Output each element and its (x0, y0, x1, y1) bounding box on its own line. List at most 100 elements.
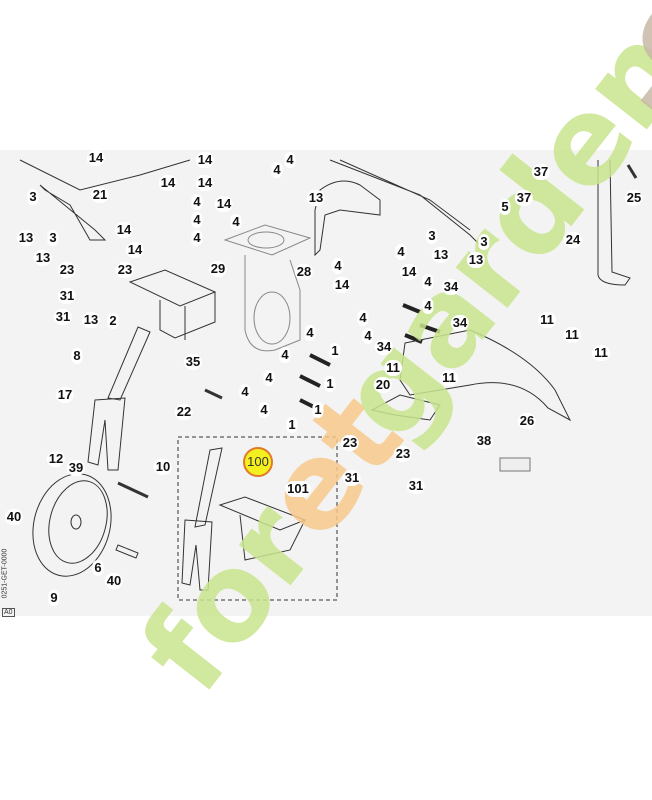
part-callout-31[interactable]: 31 (406, 478, 426, 494)
part-callout-23[interactable]: 23 (393, 446, 413, 462)
part-callout-24[interactable]: 24 (563, 232, 583, 248)
part-callout-17[interactable]: 17 (55, 387, 75, 403)
part-callout-31[interactable]: 31 (342, 470, 362, 486)
part-callout-34[interactable]: 34 (441, 279, 461, 295)
part-callout-101[interactable]: 101 (285, 481, 311, 497)
part-callout-21[interactable]: 21 (90, 187, 110, 203)
part-callout-23[interactable]: 23 (115, 262, 135, 278)
part-callout-40[interactable]: 40 (104, 573, 124, 589)
part-callout-14[interactable]: 14 (125, 242, 145, 258)
part-callout-4[interactable]: 4 (230, 214, 242, 230)
part-callout-31[interactable]: 31 (57, 288, 77, 304)
kit-box-dashed (177, 436, 338, 601)
part-callout-4[interactable]: 4 (258, 402, 270, 418)
part-callout-31[interactable]: 31 (53, 309, 73, 325)
part-callout-4[interactable]: 4 (284, 152, 296, 168)
part-callout-4[interactable]: 4 (191, 212, 203, 228)
part-callout-37[interactable]: 37 (514, 190, 534, 206)
part-callout-12[interactable]: 12 (46, 451, 66, 467)
part-callout-13[interactable]: 13 (306, 190, 326, 206)
part-callout-100[interactable]: 100 (243, 447, 273, 477)
part-callout-14[interactable]: 14 (214, 196, 234, 212)
upper-frame (19, 159, 191, 241)
part-callout-4[interactable]: 4 (304, 325, 316, 341)
part-callout-14[interactable]: 14 (158, 175, 178, 191)
part-callout-14[interactable]: 14 (399, 264, 419, 280)
part-callout-38[interactable]: 38 (474, 433, 494, 449)
part-callout-6[interactable]: 6 (92, 560, 104, 576)
axle-pin-6 (115, 544, 139, 559)
part-callout-13[interactable]: 13 (81, 312, 101, 328)
part-callout-13[interactable]: 13 (33, 250, 53, 266)
part-callout-23[interactable]: 23 (340, 435, 360, 451)
stand-24 (597, 159, 631, 286)
mudguard-26 (399, 329, 572, 422)
part-callout-14[interactable]: 14 (195, 152, 215, 168)
bracket-29 (128, 269, 217, 340)
part-callout-13[interactable]: 13 (466, 252, 486, 268)
part-callout-4[interactable]: 4 (271, 162, 283, 178)
part-callout-14[interactable]: 14 (332, 277, 352, 293)
part-callout-4[interactable]: 4 (357, 310, 369, 326)
bolt-10 (117, 481, 149, 499)
part-callout-39[interactable]: 39 (66, 460, 86, 476)
part-callout-25[interactable]: 25 (624, 190, 644, 206)
part-callout-14[interactable]: 14 (195, 175, 215, 191)
part-callout-11[interactable]: 11 (538, 312, 556, 328)
part-callout-23[interactable]: 23 (57, 262, 77, 278)
part-callout-8[interactable]: 8 (71, 348, 83, 364)
part-callout-1[interactable]: 1 (312, 402, 324, 418)
bolts-1 (299, 303, 441, 412)
part-callout-10[interactable]: 10 (153, 459, 173, 475)
part-callout-3[interactable]: 3 (47, 230, 59, 246)
part-callout-35[interactable]: 35 (183, 354, 203, 370)
pin-22 (204, 388, 223, 400)
part-callout-34[interactable]: 34 (450, 315, 470, 331)
part-callout-1[interactable]: 1 (324, 376, 336, 392)
part-callout-28[interactable]: 28 (294, 264, 314, 280)
part-callout-3[interactable]: 3 (478, 234, 490, 250)
part-callout-29[interactable]: 29 (208, 261, 228, 277)
bracket-20 (370, 394, 441, 421)
kit-fork-100 (181, 447, 223, 591)
revision-tag: A0 (2, 608, 15, 617)
part-callout-11[interactable]: 11 (563, 327, 581, 343)
part-callout-4[interactable]: 4 (362, 328, 374, 344)
part-callout-14[interactable]: 14 (86, 150, 106, 166)
part-callout-5[interactable]: 5 (499, 199, 511, 215)
part-callout-4[interactable]: 4 (239, 384, 251, 400)
wheel-9 (32, 473, 112, 577)
part-callout-13[interactable]: 13 (16, 230, 36, 246)
handle-bar (329, 159, 481, 246)
part-callout-40[interactable]: 40 (4, 509, 24, 525)
part-callout-4[interactable]: 4 (422, 298, 434, 314)
part-callout-11[interactable]: 11 (592, 345, 610, 361)
part-callout-4[interactable]: 4 (191, 230, 203, 246)
part-callout-3[interactable]: 3 (426, 228, 438, 244)
part-callout-11[interactable]: 11 (384, 360, 402, 376)
part-callout-26[interactable]: 26 (517, 413, 537, 429)
part-callout-4[interactable]: 4 (279, 347, 291, 363)
part-callout-1[interactable]: 1 (329, 343, 341, 359)
part-callout-13[interactable]: 13 (431, 247, 451, 263)
part-callout-37[interactable]: 37 (531, 164, 551, 180)
drawing-code: 0251-GET-0000 (1, 548, 9, 599)
decal-38 (499, 457, 531, 472)
part-callout-20[interactable]: 20 (373, 377, 393, 393)
fork-17 (87, 326, 151, 471)
part-callout-1[interactable]: 1 (286, 417, 298, 433)
part-callout-22[interactable]: 22 (174, 404, 194, 420)
gearbox-housing (223, 224, 312, 352)
part-callout-4[interactable]: 4 (395, 244, 407, 260)
part-callout-3[interactable]: 3 (27, 189, 39, 205)
part-callout-4[interactable]: 4 (191, 194, 203, 210)
pin-25 (626, 164, 638, 179)
part-callout-14[interactable]: 14 (114, 222, 134, 238)
part-callout-4[interactable]: 4 (422, 274, 434, 290)
part-callout-4[interactable]: 4 (332, 258, 344, 274)
part-callout-11[interactable]: 11 (440, 370, 458, 386)
part-callout-4[interactable]: 4 (263, 370, 275, 386)
part-callout-2[interactable]: 2 (107, 313, 119, 329)
part-callout-9[interactable]: 9 (48, 590, 60, 606)
part-callout-34[interactable]: 34 (374, 339, 394, 355)
